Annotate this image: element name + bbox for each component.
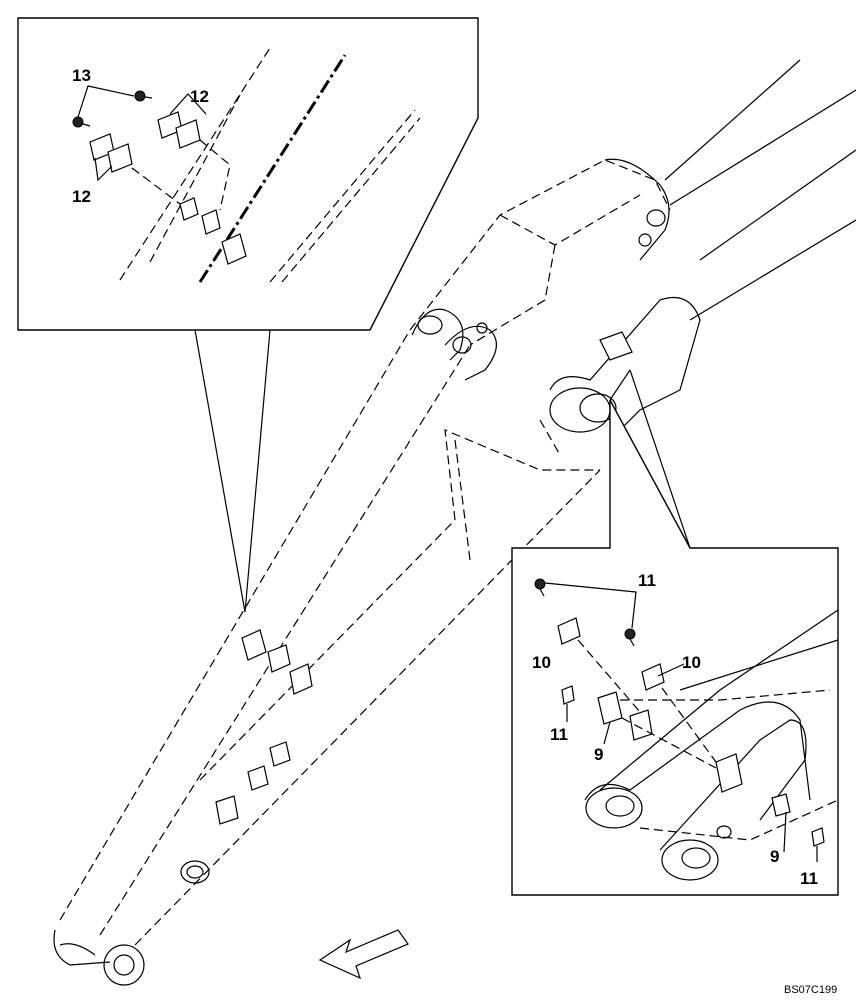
front-direction-arrow-icon [318,929,409,980]
callout-11-top: 11 [638,571,656,590]
callout-10-right: 10 [682,653,701,672]
callout-11-left: 11 [550,725,568,744]
clamp-10b [641,663,665,691]
drawing-code: BS07C199 [784,984,837,996]
callout-9-right: 9 [770,847,779,866]
callout-12-lower: 12 [72,187,91,206]
top-inset: 13 12 12 [17,17,479,613]
callout-12-upper: 12 [190,87,209,106]
callout-11-bottom: 11 [800,869,818,888]
callout-13: 13 [72,66,91,85]
boom-arm [53,59,856,986]
clamp-10a [557,617,581,645]
clamp-9b [771,793,791,817]
pipe-clamp [241,629,267,661]
callout-10-left: 10 [532,653,551,672]
callout-9-left: 9 [594,745,603,764]
bottom-inset: 11 10 10 11 9 9 11 [511,369,839,896]
